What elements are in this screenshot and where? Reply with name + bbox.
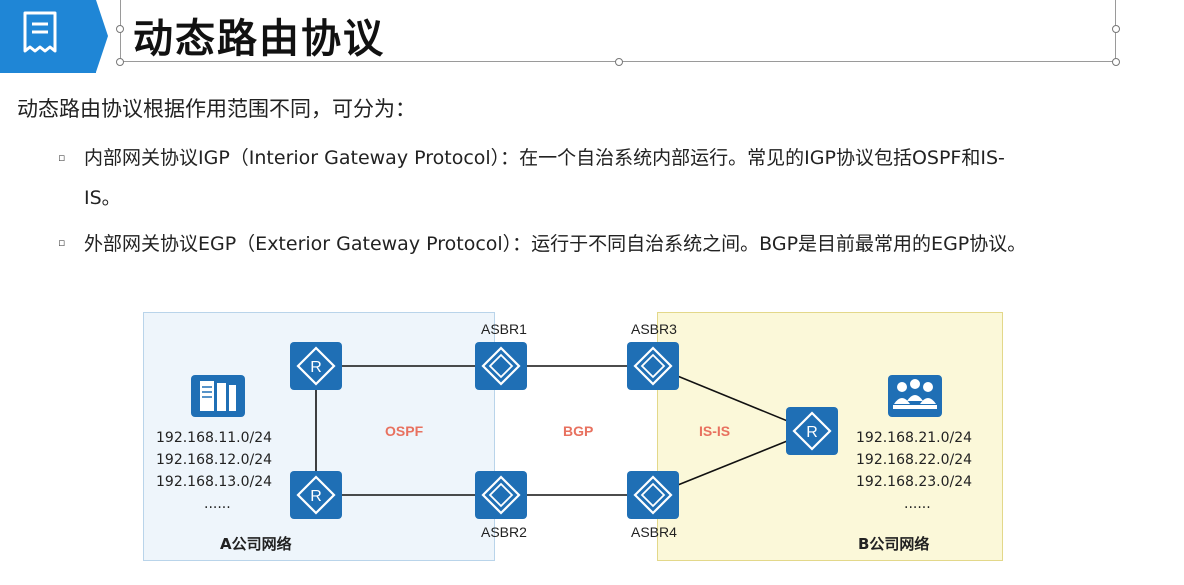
ip-entry: 192.168.11.0/24 [156, 430, 273, 446]
svg-text:R: R [310, 359, 322, 376]
ip-entry: ...... [904, 496, 931, 512]
bullet-marker: ▫ [58, 236, 66, 249]
svg-text:R: R [310, 488, 322, 505]
document-icon [23, 11, 57, 53]
ip-entry: 192.168.21.0/24 [856, 430, 973, 446]
resize-handle-bottom-center[interactable] [615, 58, 623, 66]
network-b-name: B公司网络 [858, 535, 930, 553]
ip-entry: ...... [204, 496, 231, 512]
router-icon[interactable]: R [785, 406, 839, 456]
label-asbr2: ASBR2 [481, 524, 527, 540]
ip-entry: 192.168.23.0/24 [856, 474, 973, 490]
resize-handle-bottom-right[interactable] [1112, 58, 1120, 66]
intro-text: 动态路由协议根据作用范围不同，可分为： [17, 97, 416, 121]
router-icon[interactable]: R [289, 470, 343, 520]
router-asbr1-icon[interactable] [474, 341, 528, 391]
bullet-igp-line2: IS。 [84, 187, 121, 209]
router-asbr3-icon[interactable] [626, 341, 680, 391]
resize-handle-right[interactable] [1112, 25, 1120, 33]
ip-entry: 192.168.13.0/24 [156, 474, 273, 490]
svg-text:R: R [806, 424, 818, 441]
label-asbr1: ASBR1 [481, 321, 527, 337]
network-b-ip-list: 192.168.21.0/24 192.168.22.0/24 192.168.… [856, 427, 972, 515]
router-asbr4-icon[interactable] [626, 470, 680, 520]
header-accent-block [0, 0, 96, 73]
protocol-ospf-label: OSPF [385, 423, 424, 439]
ip-entry: 192.168.22.0/24 [856, 452, 973, 468]
network-a-name: A公司网络 [220, 535, 292, 553]
bullet-egp: 外部网关协议EGP（Exterior Gateway Protocol）：运行于… [84, 233, 1027, 255]
protocol-bgp-label: BGP [563, 423, 594, 439]
bullet-marker: ▫ [58, 151, 66, 164]
ip-entry: 192.168.12.0/24 [156, 452, 273, 468]
protocol-isis-label: IS-IS [699, 423, 731, 439]
label-asbr4: ASBR4 [631, 524, 677, 540]
server-icon [191, 375, 245, 417]
bullet-igp-line1: 内部网关协议IGP（Interior Gateway Protocol）：在一个… [84, 147, 1005, 169]
router-icon[interactable]: R [289, 341, 343, 391]
label-asbr3: ASBR3 [631, 321, 677, 337]
page-title[interactable]: 动态路由协议 [133, 16, 385, 62]
network-a-ip-list: 192.168.11.0/24 192.168.12.0/24 192.168.… [156, 427, 272, 515]
router-asbr2-icon[interactable] [474, 470, 528, 520]
users-icon [888, 375, 942, 417]
resize-handle-bottom-left[interactable] [116, 58, 124, 66]
resize-handle-left[interactable] [116, 25, 124, 33]
header-chevron [96, 0, 108, 72]
